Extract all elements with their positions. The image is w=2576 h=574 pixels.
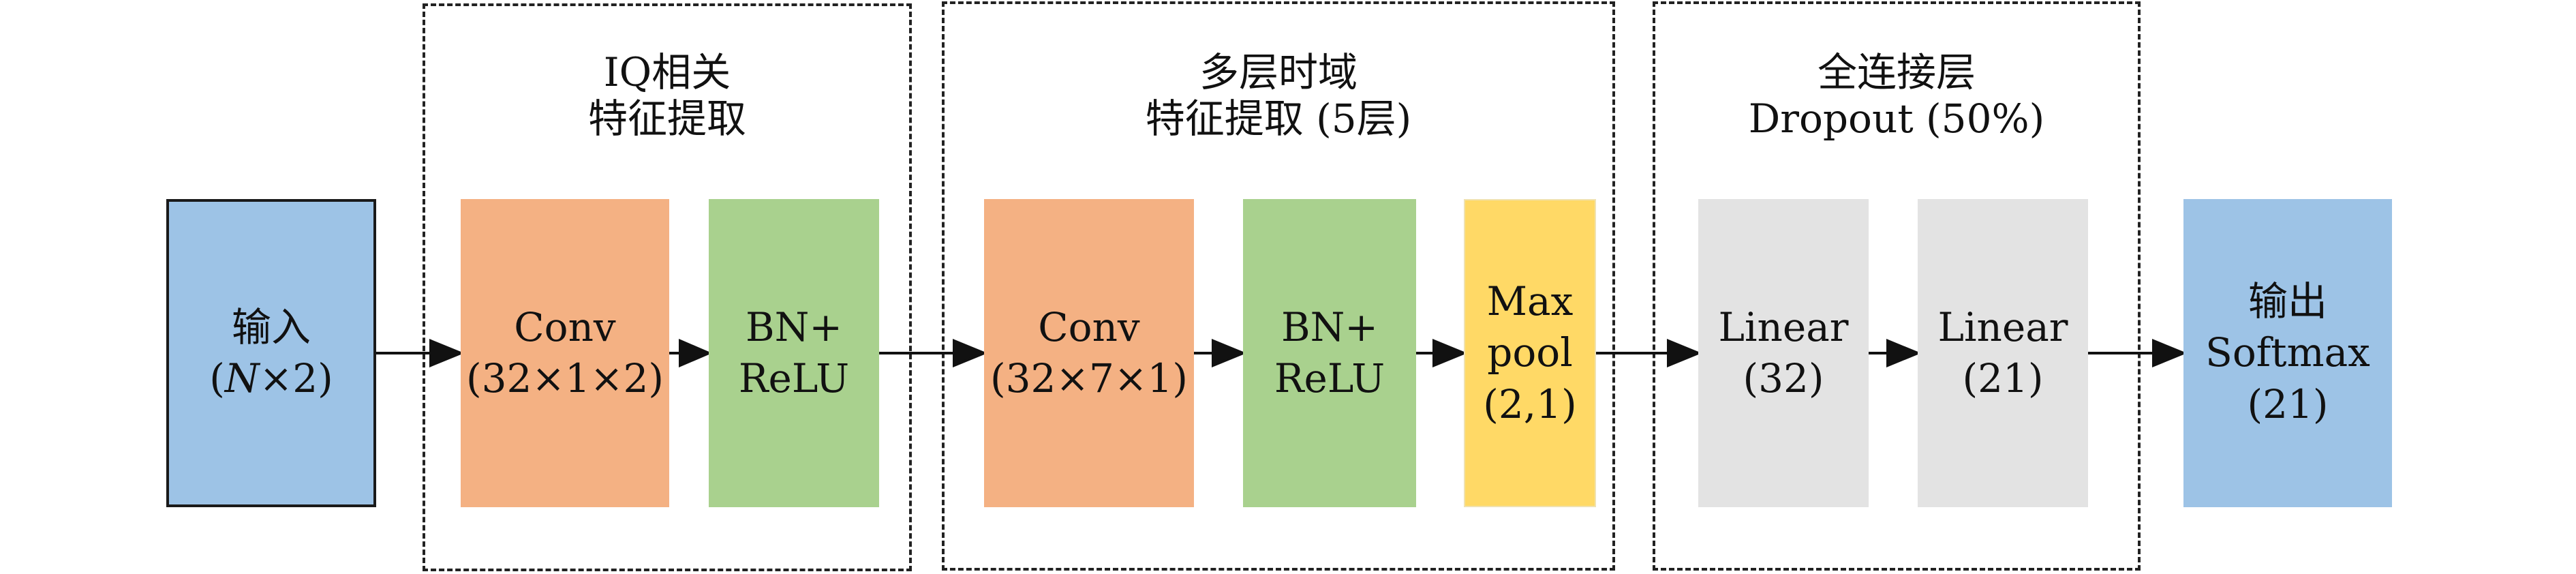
input-label: 输入 [231, 303, 311, 350]
input-block: 输入 (N×2) [166, 199, 376, 507]
conv2-block: Conv (32×7×1) [984, 199, 1194, 507]
fully-connected-group-box [1653, 1, 2141, 571]
conv1-label: Conv [514, 303, 616, 350]
linear1-units: (32) [1743, 355, 1824, 402]
bn2-label: BN+ [1281, 303, 1378, 350]
relu1-label: ReLU [738, 355, 850, 402]
maxpool-label-line2: pool [1487, 329, 1573, 376]
fully-connected-group-title: 全连接层 Dropout (50%) [1653, 49, 2141, 142]
maxpool-block: Max pool (2,1) [1464, 199, 1596, 507]
fc-group-title-line2: Dropout (50%) [1748, 95, 2045, 142]
linear2-block: Linear (21) [1918, 199, 2088, 507]
conv2-kernel: (32×7×1) [990, 355, 1189, 402]
linear2-label: Linear [1937, 303, 2068, 350]
conv1-block: Conv (32×1×2) [461, 199, 669, 507]
multilayer-temporal-group-box [942, 1, 1615, 571]
bn1-label: BN+ [746, 303, 842, 350]
output-block: 输出 Softmax (21) [2183, 199, 2392, 507]
relu2-label: ReLU [1274, 355, 1385, 402]
output-classes: (21) [2247, 380, 2329, 427]
multilayer-temporal-group-title: 多层时域 特征提取 (5层) [942, 49, 1615, 142]
fc-group-title-line1: 全连接层 [1817, 49, 1976, 95]
maxpool-size: (2,1) [1483, 380, 1577, 427]
linear1-block: Linear (32) [1698, 199, 1869, 507]
conv1-kernel: (32×1×2) [465, 355, 664, 402]
linear1-label: Linear [1718, 303, 1849, 350]
softmax-label: Softmax [2205, 329, 2370, 376]
iq-group-title-line1: IQ相关 [603, 49, 731, 95]
temporal-group-title-line1: 多层时域 [1199, 49, 1358, 95]
bn-relu1-block: BN+ ReLU [709, 199, 879, 507]
input-shape: (N×2) [209, 355, 333, 402]
iq-correlation-group-box [423, 3, 912, 571]
maxpool-label-line1: Max [1486, 277, 1574, 324]
output-label: 输出 [2248, 277, 2327, 324]
conv2-label: Conv [1038, 303, 1140, 350]
iq-correlation-group-title: IQ相关 特征提取 [423, 49, 912, 142]
bn-relu2-block: BN+ ReLU [1243, 199, 1416, 507]
linear2-units: (21) [1962, 355, 2044, 402]
temporal-group-title-line2: 特征提取 (5层) [1145, 95, 1412, 142]
iq-group-title-line2: 特征提取 [587, 95, 746, 142]
